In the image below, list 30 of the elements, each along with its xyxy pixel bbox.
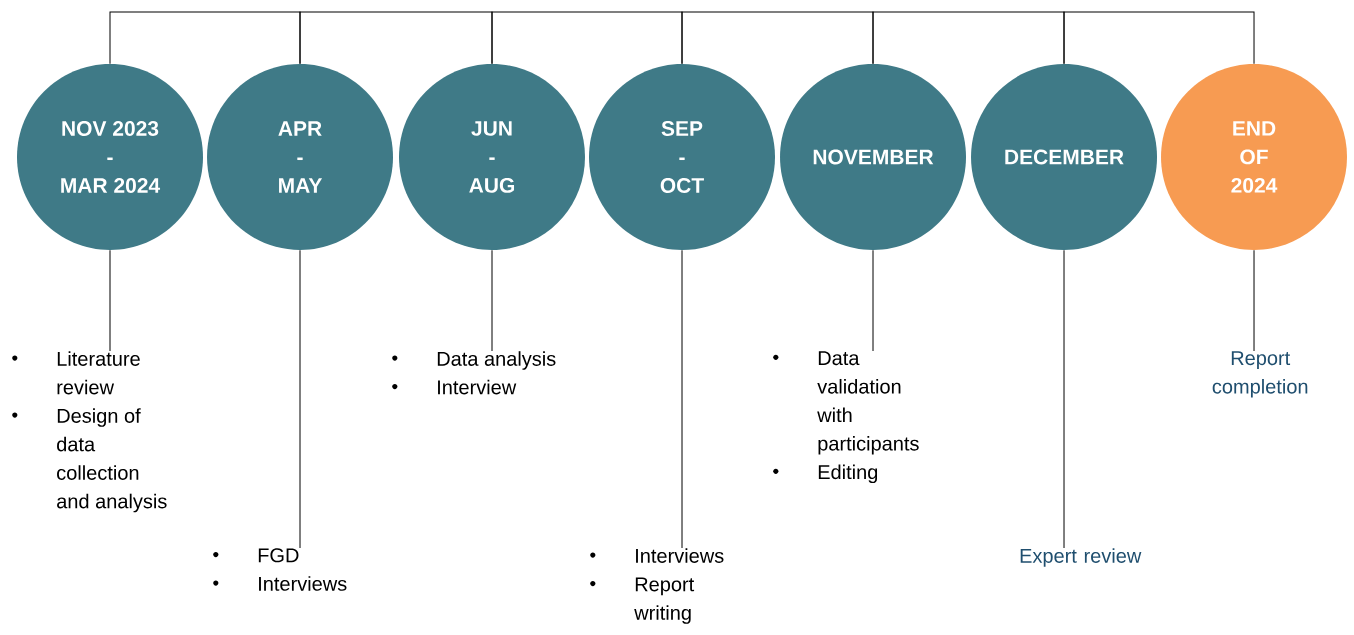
node-label: Editing [818, 464, 878, 484]
note-text: Report completion [1212, 351, 1308, 398]
connector-line [491, 11, 683, 65]
connector-line [681, 249, 683, 549]
connector-line [1063, 11, 1255, 65]
node-label: Data validation with participants [817, 351, 919, 455]
node-label: FGD [258, 548, 299, 563]
note-text: Expert review [1020, 548, 1142, 567]
connector-line [109, 11, 301, 65]
node-label: Literature review [57, 351, 140, 395]
bullet-list: Data validation with participants Editing [773, 351, 919, 484]
connector-line [109, 249, 111, 352]
connector-line [1253, 249, 1255, 352]
bullet-list: Data analysis Interview [392, 351, 556, 395]
connector-line [299, 11, 493, 65]
bullet-list: Interviews Report writing [590, 548, 724, 624]
node-label: Design of data collection and analysis [57, 408, 167, 513]
connector-line [299, 249, 301, 549]
connector-line [681, 11, 874, 65]
node-label: Report writing [634, 577, 695, 624]
node-label: Data analysis [437, 351, 556, 370]
connector-line [1063, 249, 1065, 549]
node-label: Interviews [259, 576, 347, 591]
bullet-list: FGD Interviews [213, 548, 347, 591]
connector-line [872, 249, 874, 352]
bullet-list: Literature review Design of data collection and analysis [12, 351, 167, 513]
node-label: Interview [438, 379, 517, 395]
connector-line [872, 11, 1065, 65]
node-label: Interviews [636, 548, 724, 563]
connector-line [491, 249, 493, 352]
